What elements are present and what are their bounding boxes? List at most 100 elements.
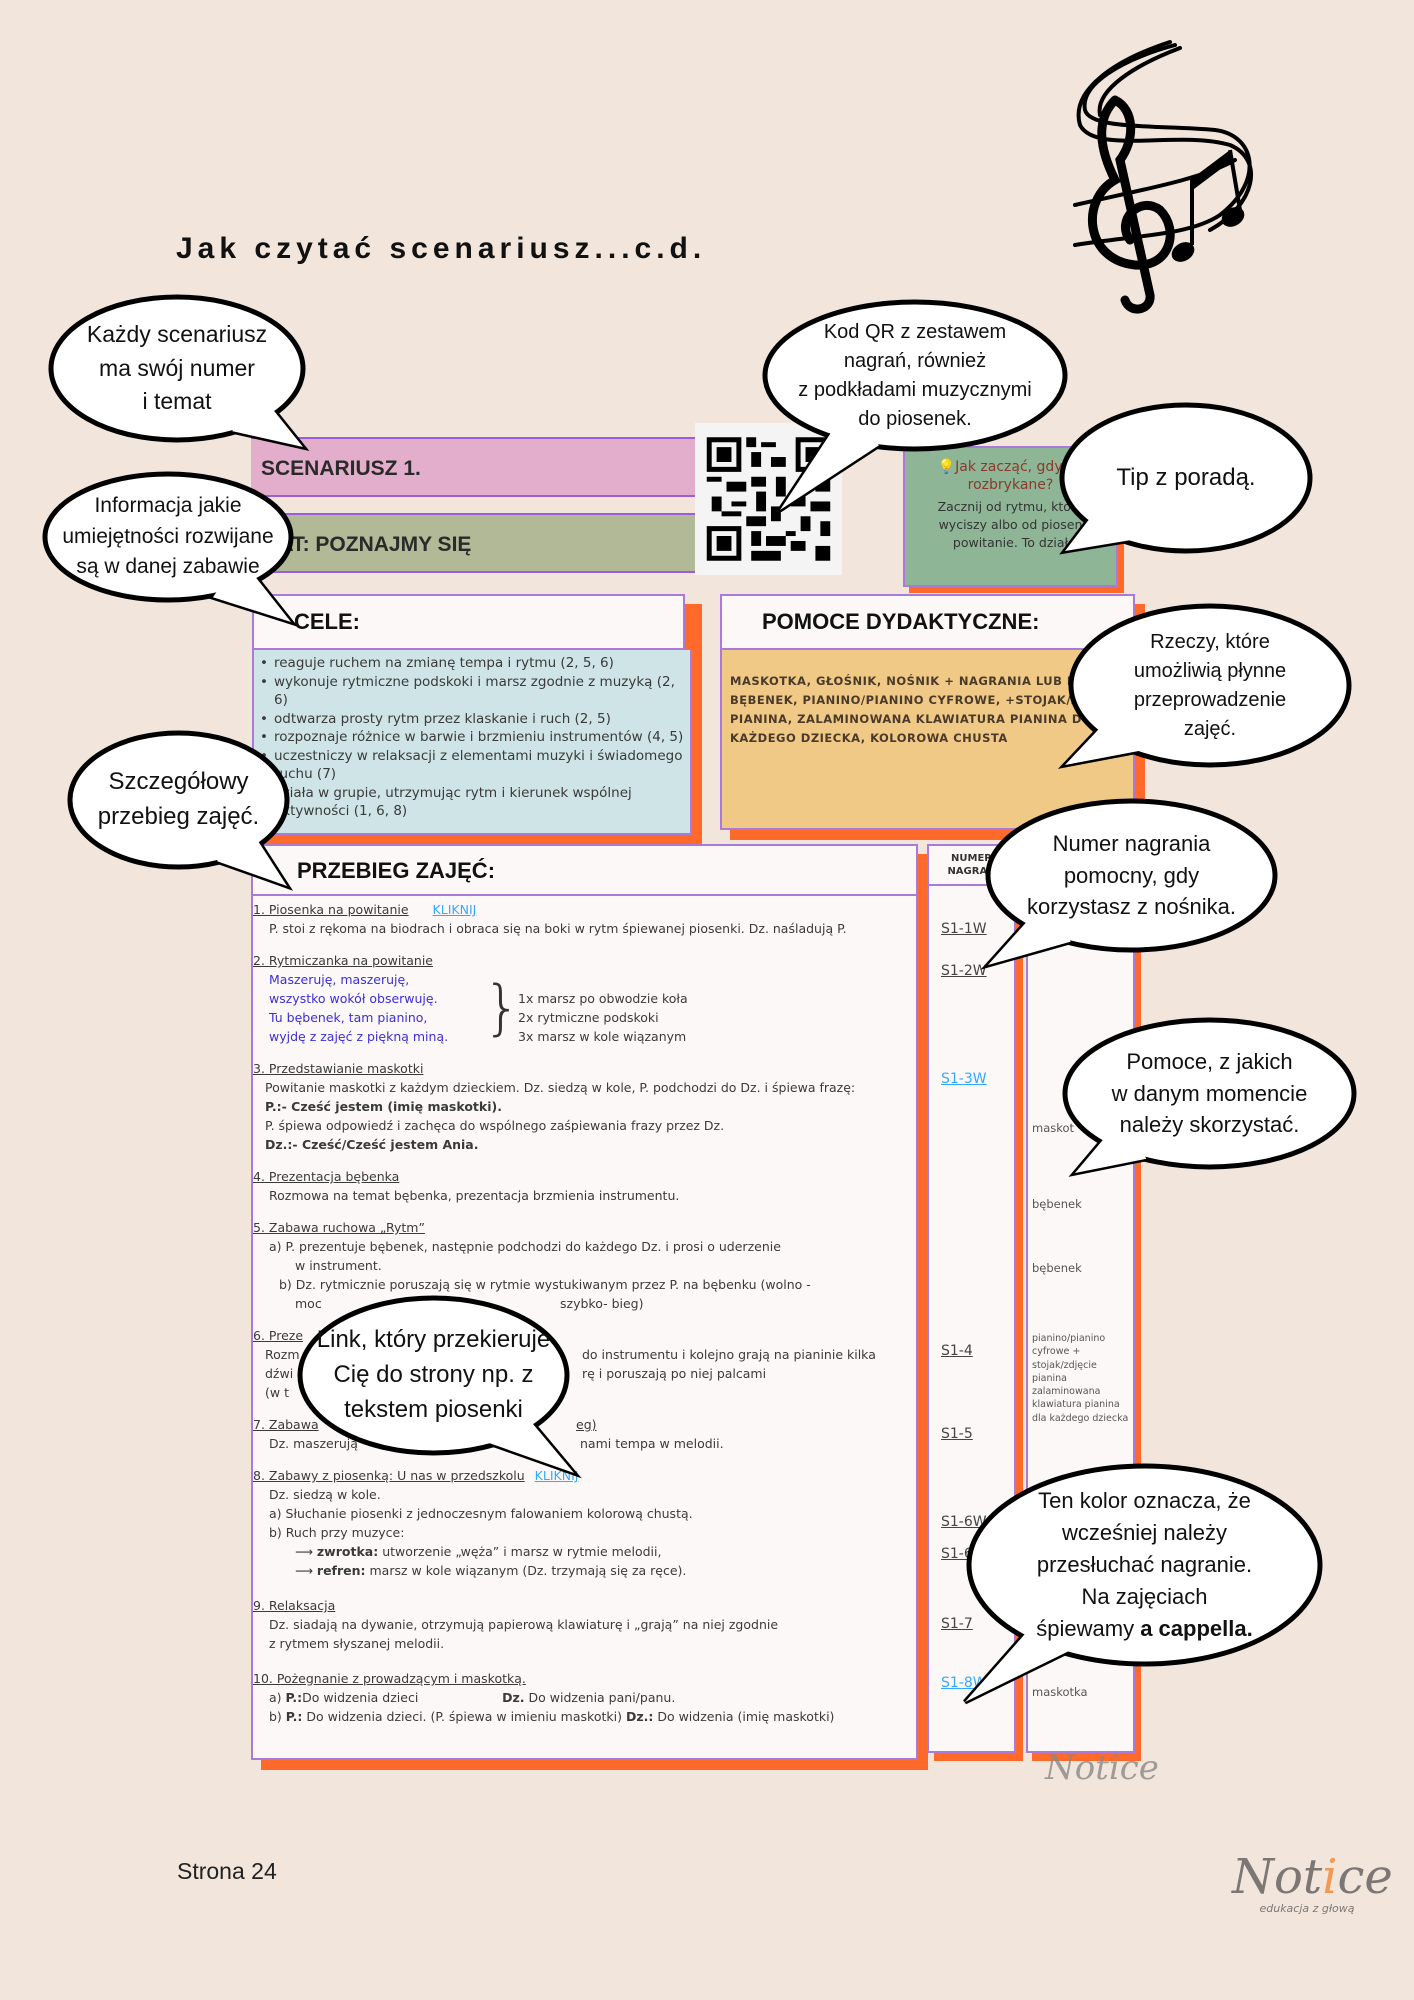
step-text: P.:- Cześć jestem (imię maskotki). <box>265 1099 502 1114</box>
cele-heading: CELE: <box>252 594 685 650</box>
pomoce-line: KAŻDEGO DZIECKA, KOLOROWA CHUSTA <box>730 731 1008 745</box>
cele-item: reaguje ruchem na zmianę tempa i rytmu (… <box>260 654 684 673</box>
tip-answer: Zacznij od rytmu, który <box>937 499 1084 514</box>
step-title: 5. Zabawa ruchowa „Rytm” <box>253 1220 425 1235</box>
cele-item: rozpoznaje różnice w barwie i brzmieniu … <box>260 728 684 747</box>
cele-item: odtwarza prosty rytm przez klaskanie i r… <box>260 710 684 729</box>
curly-brace-icon: } <box>483 973 522 1043</box>
bubble-line: umiejętności rozwijane <box>62 524 274 548</box>
step-text: Dz. siadają na dywanie, otrzymują papier… <box>269 1617 779 1632</box>
bubble-line: Na zajęciach <box>1081 1583 1208 1609</box>
step-title: 1. Piosenka na powitanie <box>253 902 409 917</box>
step-text: Powitanie maskotki z każdym dzieckiem. D… <box>265 1080 856 1095</box>
bubble-line: Informacja jakie <box>94 494 242 518</box>
step-text: rę i poruszają po niej palcami <box>582 1366 767 1381</box>
recording-number[interactable]: S1-4 <box>941 1343 973 1359</box>
recording-number[interactable]: S1-1W <box>941 921 987 937</box>
step-text: Do widzenia dzieci. (P. śpiewa w imieniu… <box>302 1709 626 1724</box>
action-line: 1x marsz po obwodzie koła <box>518 991 688 1006</box>
refren-label: refren: <box>316 1563 366 1578</box>
step-text: nami tempa w melodii. <box>580 1436 724 1451</box>
bubble-line: wcześniej należy <box>1061 1520 1228 1546</box>
bubble-line: z podkładami muzycznymi <box>798 378 1032 401</box>
step-title: 3. Przedstawianie maskotki <box>253 1061 424 1076</box>
bubble-tip: Tip z poradą. <box>1062 405 1310 551</box>
speaker-label: Dz. <box>502 1690 525 1705</box>
page-title: Jak czytać scenariusz...c.d. <box>176 232 707 265</box>
step-4: 4. Prezentacja bębenka Rozmowa na temat … <box>253 1167 916 1205</box>
step-text: marsz w kole wiązanym (Dz. trzymają się … <box>365 1563 687 1578</box>
step-text: Dz. siedzą w kole. <box>269 1487 381 1502</box>
bubble-line: Szczegółowy <box>108 768 249 796</box>
step-text: Rozm <box>265 1347 300 1362</box>
step-1: 1. Piosenka na powitanie KLIKNIJ P. stoi … <box>253 900 916 938</box>
step-10: 10. Pożegnanie z prowadzącym i maskotką.… <box>253 1669 916 1726</box>
verse-line: wszystko wokół obserwuję. <box>269 991 438 1006</box>
verse-line: Maszeruję, maszeruję, <box>269 972 410 987</box>
notice-logo: Notice edukacja z głową <box>1232 1849 1393 1915</box>
action-line: 2x rytmiczne podskoki <box>518 1010 659 1025</box>
step-3: 3. Przedstawianie maskotki Powitanie mas… <box>253 1059 916 1154</box>
scenario-number-bar: SCENARIUSZ 1. <box>251 437 695 497</box>
bubble-line: umożliwią płynne <box>1133 659 1287 682</box>
page-number: Strona 24 <box>177 1858 277 1884</box>
bubble-line: przebieg zajęć. <box>97 803 260 830</box>
recording-number-listen-first[interactable]: S1-3W <box>941 1071 987 1087</box>
speaker-label: P.: <box>285 1709 303 1724</box>
recording-number-listen-first[interactable]: S1-8W <box>941 1675 987 1691</box>
tip-answer: powitanie. To dział <box>952 535 1069 550</box>
bubble-line: śpiewamy a cappella. <box>1036 1615 1253 1641</box>
bubble-line: zajęć. <box>1183 717 1237 740</box>
step-title: 4. Prezentacja bębenka <box>253 1169 400 1184</box>
pomoce-line: BĘBENEK, PIANINO/PIANINO CYFROWE, +STOJA… <box>730 693 1080 707</box>
step-text: a) P. prezentuje bębenek, następnie podc… <box>269 1239 781 1254</box>
recording-number[interactable]: S1-6 <box>941 1546 973 1562</box>
bubble-line: w danym momencie <box>1111 1080 1308 1106</box>
speaker-label: P.: <box>285 1690 303 1705</box>
kliknij-link[interactable]: KLIKNIJ <box>432 902 477 917</box>
step-text: z rytmem słyszanej melodii. <box>269 1636 445 1651</box>
tip-question: Jak zacząć, gdy dz <box>955 459 1084 475</box>
action-line: 3x marsz w kole wiązanym <box>518 1029 687 1044</box>
kliknij-link[interactable]: KLIKNIJ <box>534 1468 579 1483</box>
arrow-icon: ⟶ <box>295 1544 317 1559</box>
tip-answer: wyciszy albo od piosen <box>938 517 1083 532</box>
recording-number[interactable]: S1-2W <box>941 963 987 979</box>
recording-number[interactable]: S1-5 <box>941 1426 973 1442</box>
pomoce-line: MASKOTKA, GŁOŚNIK, NOŚNIK + NAGRANIA LUB… <box>730 674 1085 688</box>
step-text: Do widzenia dzieci <box>302 1690 419 1705</box>
bubble-line: do piosenek. <box>858 407 972 430</box>
bubble-line: Ten kolor oznacza, że <box>1038 1488 1251 1514</box>
step-text: utworzenie „węża” i marsz w rytmie melod… <box>378 1544 662 1559</box>
step-text: w instrument. <box>295 1258 382 1273</box>
treble-clef-notes-icon <box>1073 40 1254 314</box>
step-text: P. śpiewa odpowiedź i zachęca do wspólne… <box>265 1118 725 1133</box>
step-title: 10. Pożegnanie z prowadzącym i maskotką. <box>253 1671 526 1686</box>
cele-list: reaguje ruchem na zmianę tempa i rytmu (… <box>252 650 692 835</box>
step-text: b) Ruch przy muzyce: <box>269 1525 405 1540</box>
bubble-line: nagrań, również <box>843 349 987 372</box>
step-2: 2. Rytmiczanka na powitanie Maszeruję, m… <box>253 951 916 1046</box>
step-title: 6. Preze <box>253 1328 304 1343</box>
bubble-line: Każdy scenariusz <box>86 321 268 348</box>
step-text: P. stoi z rękoma na biodrach i obraca si… <box>269 921 847 936</box>
pomoce-line: PIANINA, ZALAMINOWANA KLAWIATURA PIANINA… <box>730 712 1082 726</box>
bubble-line: należy skorzystać. <box>1119 1112 1300 1138</box>
bubble-line: przeprowadzenie <box>1133 688 1287 711</box>
recording-number[interactable]: S1-7 <box>941 1616 973 1632</box>
cele-item: uczestniczy w relaksacji z elementami mu… <box>260 747 684 784</box>
bubble-line: Numer nagrania <box>1052 830 1211 856</box>
step-text: Rozmowa na temat bębenka, prezentacja br… <box>269 1188 680 1203</box>
step-9: 9. Relaksacja Dz. siadają na dywanie, ot… <box>253 1596 916 1653</box>
step-title: eg) <box>576 1417 597 1432</box>
lightbulb-icon: 💡 <box>937 459 956 475</box>
cele-item: wykonuje rytmiczne podskoki i marsz zgod… <box>260 673 684 710</box>
logo-tagline: edukacja z głową <box>1259 1902 1355 1915</box>
scenario-topic-bar: MAT: POZNAJMY SIĘ <box>251 513 695 573</box>
bubble-line: ma swój numer <box>99 354 255 381</box>
